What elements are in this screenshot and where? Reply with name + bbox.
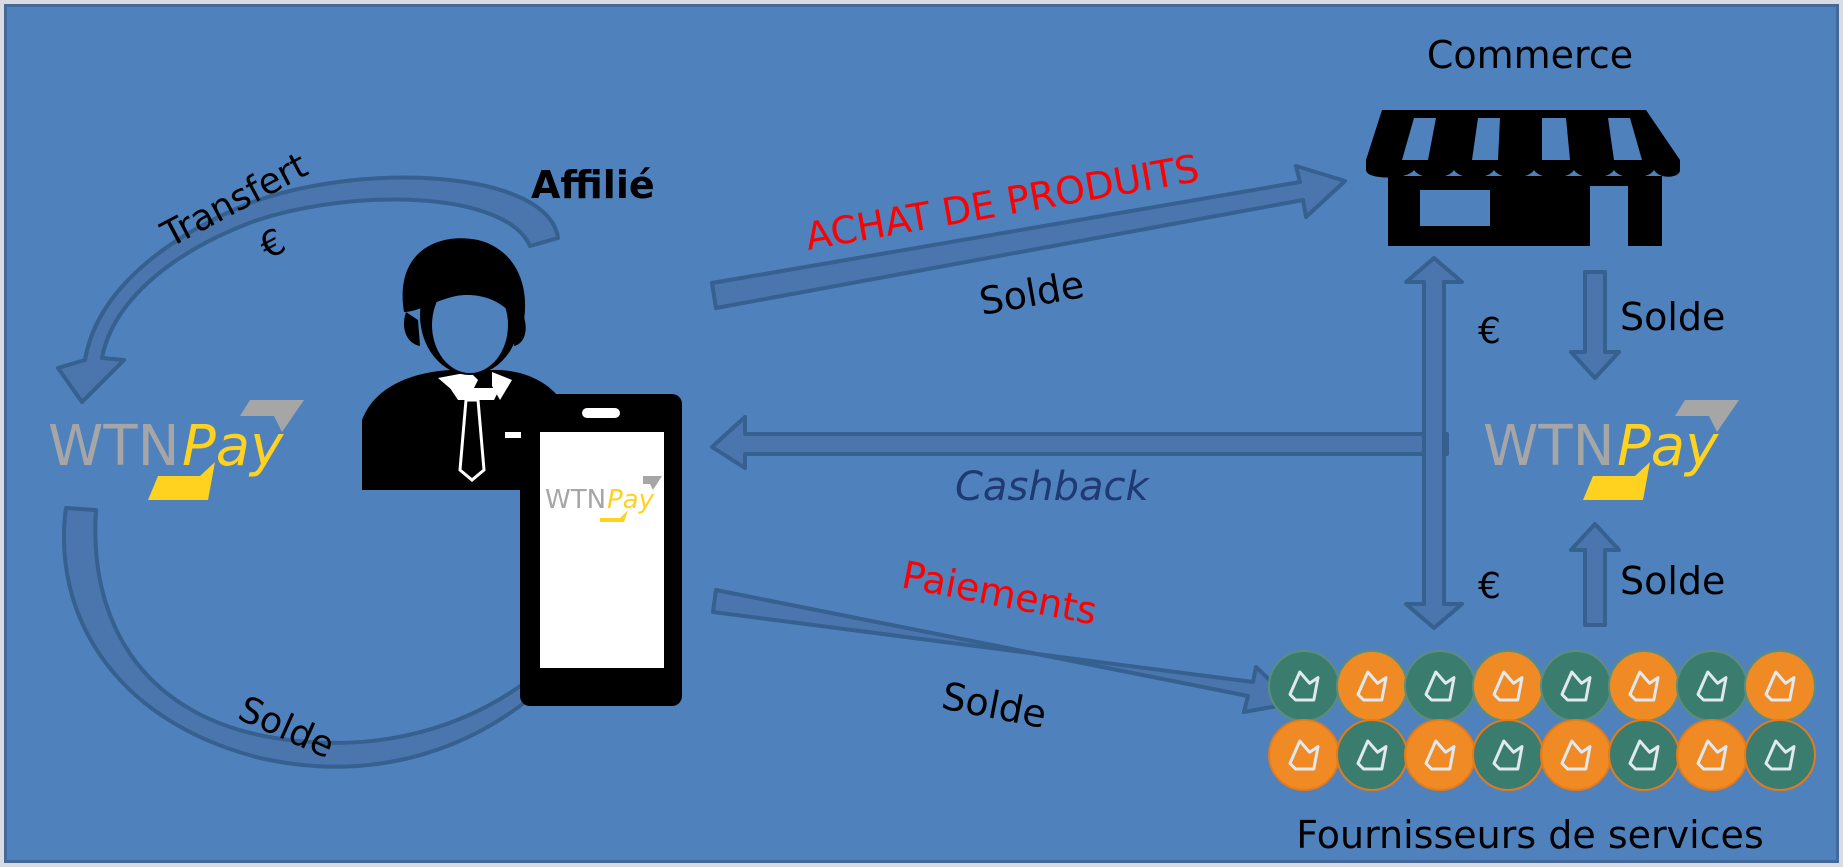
commerce-euro-label: € [1478, 311, 1501, 352]
motorbike-car-icon [1540, 650, 1612, 722]
left-logo-prefix: WTN [48, 414, 179, 479]
champagne-icon [1404, 650, 1476, 722]
commerce-balance-label: Solde [1620, 295, 1725, 339]
right-logo-suffix: Pay [1617, 414, 1719, 479]
provider-balance-arrow [1569, 522, 1621, 627]
affiliate-label: Affilié [531, 163, 655, 207]
bus-icon [1404, 719, 1476, 791]
right-wtnpay-logo: WTN Pay [1483, 400, 1739, 500]
graduation-cap-icon [1608, 719, 1680, 791]
guitar-icon [1676, 719, 1748, 791]
delivery-scooter-icon [1268, 719, 1340, 791]
providers-icon-grid [1268, 650, 1816, 791]
map-pin-car-icon [1336, 650, 1408, 722]
providers-label: Fournisseurs de services [1296, 813, 1764, 857]
laptop-icon [1540, 719, 1612, 791]
provider-euro-label: € [1478, 566, 1501, 607]
helicopter-icon [1472, 719, 1544, 791]
stethoscope-icon [1268, 650, 1340, 722]
left-logo-suffix: Pay [182, 414, 284, 479]
cashback-arrow [710, 415, 1449, 470]
commerce-balance-arrow [1569, 270, 1621, 380]
scissors-icon [1608, 650, 1680, 722]
right-logo-prefix: WTN [1483, 414, 1614, 479]
cleaning-icon [1744, 650, 1816, 722]
left-wtnpay-logo: WTN Pay [48, 400, 304, 500]
commerce-store-icon [1366, 110, 1680, 246]
paw-icon [1744, 719, 1816, 791]
projector-icon [1472, 650, 1544, 722]
phone-icon [505, 394, 682, 706]
phone-logo-prefix: WTN [545, 485, 606, 515]
transfer-loop-arrow [56, 175, 560, 404]
commerce-label: Commerce [1427, 33, 1633, 77]
cashback-flow-label: Cashback [955, 464, 1151, 510]
purchase-balance-label: Solde [976, 262, 1087, 324]
phone-logo-suffix: Pay [607, 485, 655, 515]
transfer-currency-label: € [253, 221, 292, 268]
phone-screen-logo: WTN Pay [545, 476, 662, 522]
provider-balance-label: Solde [1620, 559, 1725, 603]
tools-icon [1676, 650, 1748, 722]
purchase-arrow [710, 164, 1347, 310]
payments-balance-label: Solde [938, 674, 1050, 737]
commerce-provider-double-arrow [1404, 256, 1464, 630]
payments-flow-label: Paiements [898, 553, 1100, 634]
truck-icon [1336, 719, 1408, 791]
